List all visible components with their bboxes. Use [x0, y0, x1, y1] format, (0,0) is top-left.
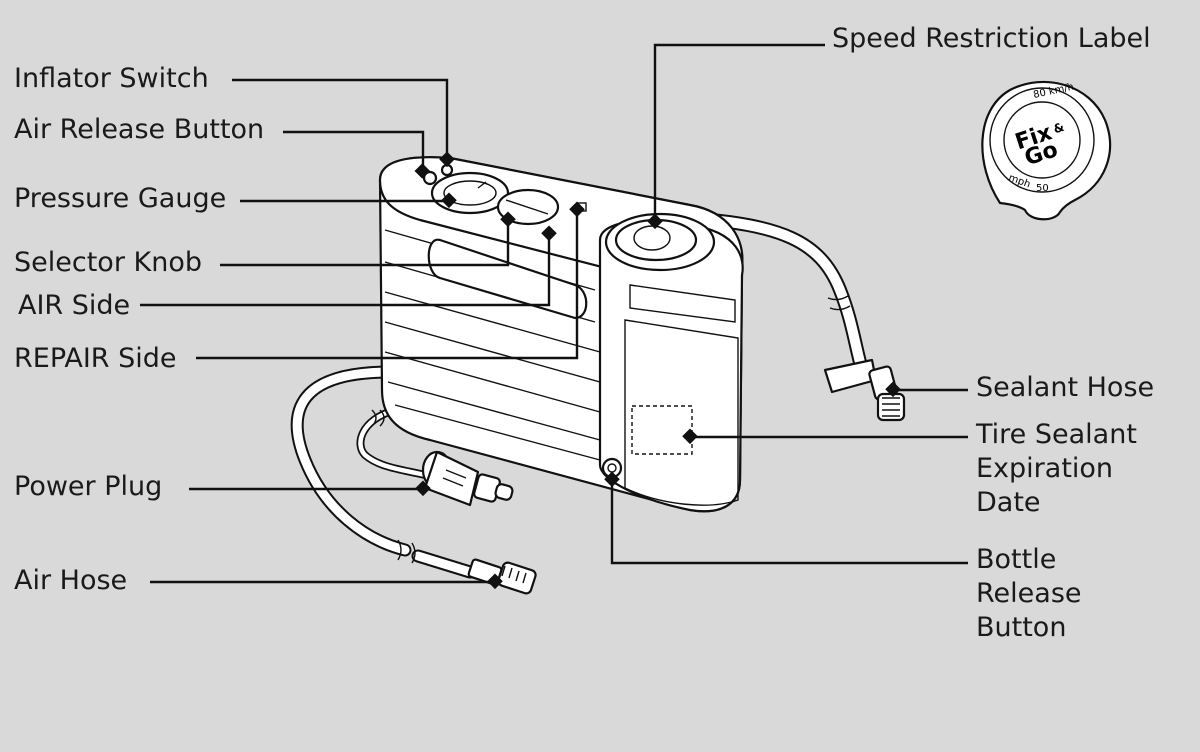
sticker-logo-amp: & [1052, 120, 1066, 137]
label-line: Date [976, 487, 1041, 518]
label-line: Button [976, 612, 1067, 643]
compressor-body [378, 156, 744, 513]
label-line: Tire Sealant [976, 419, 1137, 450]
label-line: Expiration [976, 453, 1114, 484]
power-plug [356, 406, 514, 507]
speed-restriction-sticker: 80 km/h mph 50 Fix & Go [981, 80, 1112, 221]
sealant-hose [689, 211, 906, 422]
label-power-plug: Power Plug [14, 471, 163, 502]
label-air-hose: Air Hose [14, 565, 128, 596]
label-repair-side: REPAIR Side [14, 343, 177, 374]
leader-lines [140, 43, 968, 584]
label-pressure-gauge: Pressure Gauge [14, 183, 227, 214]
label-line: Release [976, 578, 1082, 609]
label-tire-sealant-expiration-date: Tire Sealant Expiration Date [976, 418, 1137, 520]
label-sealant-hose: Sealant Hose [976, 372, 1155, 403]
label-line: Bottle [976, 544, 1057, 575]
label-selector-knob: Selector Knob [14, 247, 202, 278]
sticker-value-text: 50 [1036, 183, 1049, 194]
label-speed-restriction: Speed Restriction Label [832, 23, 1151, 54]
label-inflator-switch: Inflator Switch [14, 63, 209, 94]
label-air-release-button: Air Release Button [14, 114, 265, 145]
air-hose [290, 365, 537, 595]
label-bottle-release-button: Bottle Release Button [976, 543, 1082, 645]
label-air-side: AIR Side [18, 290, 131, 321]
